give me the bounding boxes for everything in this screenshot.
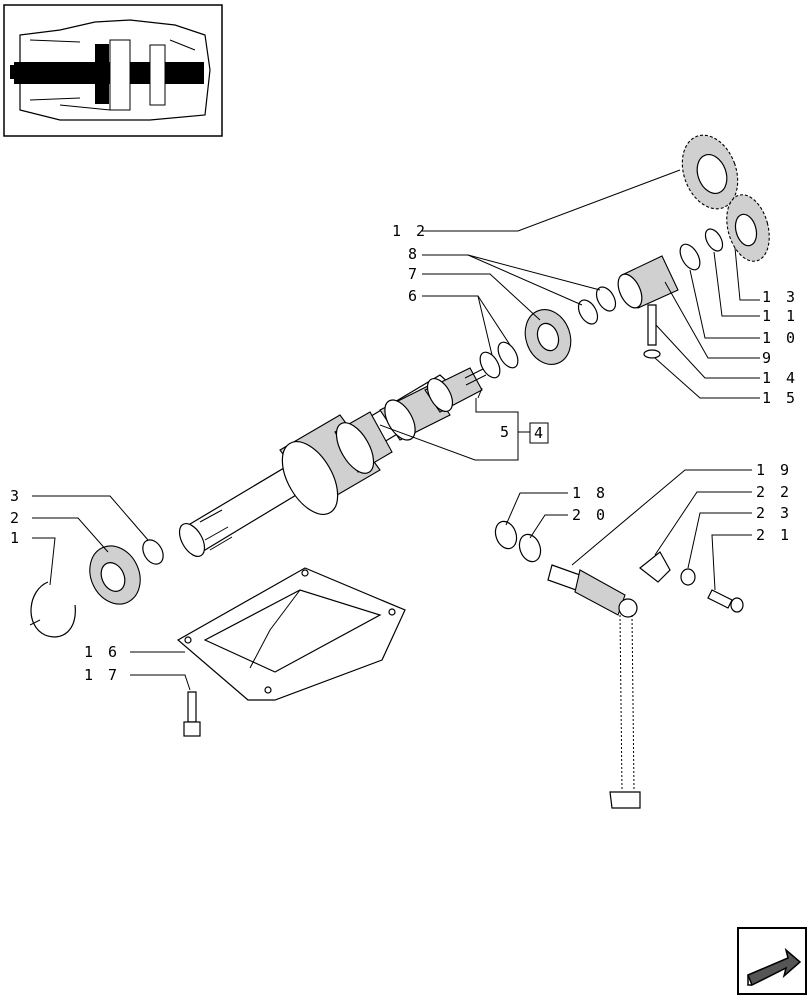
main-shaft — [178, 367, 487, 557]
callout-8: 8 — [408, 245, 420, 263]
ring-20 — [518, 533, 542, 563]
callout-10: 1 0 — [762, 329, 798, 347]
bearing-2 — [89, 545, 141, 605]
callout-5: 5 — [500, 423, 512, 441]
sensor-19 — [547, 564, 641, 809]
circlip-1 — [30, 581, 76, 638]
cover-16 — [176, 567, 406, 701]
callout-13: 1 3 — [762, 288, 798, 306]
callout-12: 1 2 — [392, 222, 428, 240]
leader-lines — [29, 169, 760, 691]
ring-11 — [704, 228, 724, 252]
callout-7: 7 — [408, 265, 420, 283]
callout-4: 4 — [534, 424, 546, 442]
gear-12 — [681, 134, 739, 210]
washer-23 — [680, 568, 696, 586]
ring-10 — [679, 243, 701, 271]
callout-18: 1 8 — [572, 484, 608, 502]
reference-box-4 — [529, 422, 549, 444]
bolt-17 — [183, 691, 201, 737]
clip-15 — [643, 349, 661, 359]
callout-21: 2 1 — [756, 526, 792, 544]
callout-11: 1 1 — [762, 307, 798, 325]
callout-14: 1 4 — [762, 369, 798, 387]
callout-17: 1 7 — [84, 666, 120, 684]
callout-19: 1 9 — [756, 461, 792, 479]
callout-9: 9 — [762, 349, 774, 367]
gear-13 — [726, 194, 770, 262]
callout-15: 1 5 — [762, 389, 798, 407]
circlip-3 — [142, 539, 164, 565]
callout-2: 2 — [10, 509, 22, 527]
bolt-21 — [707, 589, 744, 613]
callout-1: 1 — [10, 529, 22, 547]
callout-23: 2 3 — [756, 504, 792, 522]
ring-8b — [595, 286, 617, 312]
callout-6: 6 — [408, 287, 420, 305]
snap-ring-6b — [497, 341, 519, 369]
sleeve-9 — [617, 255, 679, 309]
pin-14 — [647, 304, 657, 346]
callout-20: 2 0 — [572, 506, 608, 524]
ring-18 — [494, 520, 518, 550]
callout-22: 2 2 — [756, 483, 792, 501]
ring-8a — [577, 299, 599, 325]
callout-3: 3 — [10, 487, 22, 505]
bearing-7 — [524, 309, 572, 365]
callout-16: 1 6 — [84, 643, 120, 661]
next-page-arrow-icon[interactable] — [737, 927, 807, 995]
locator-thumbnail[interactable] — [3, 4, 223, 137]
bracket-22 — [639, 551, 671, 583]
snap-ring-6a — [479, 351, 501, 379]
